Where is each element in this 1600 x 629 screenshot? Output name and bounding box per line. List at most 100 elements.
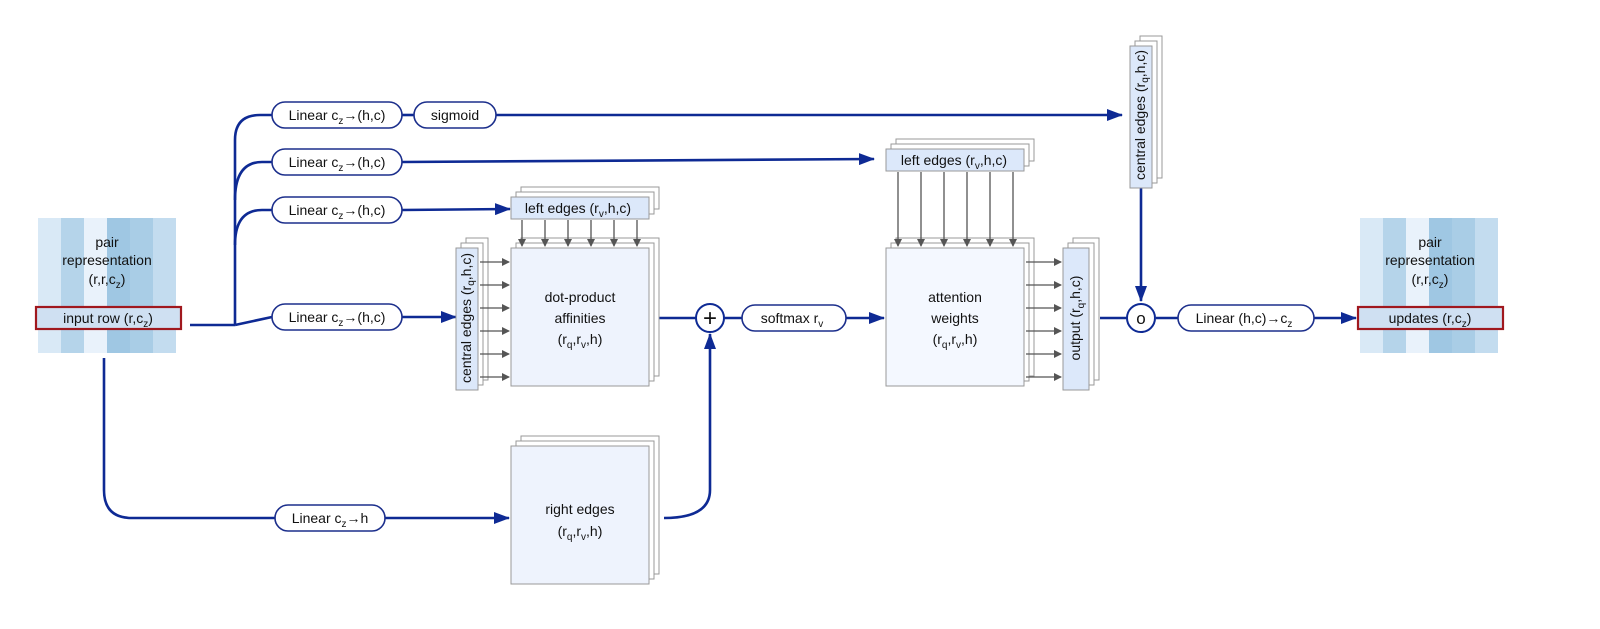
output-title-line2: representation bbox=[1385, 252, 1475, 268]
tile bbox=[1406, 240, 1429, 263]
op-linear-gate: Linear cz→(h,c) bbox=[271, 101, 403, 129]
dot-product-tensor: dot-product affinities (rq,rv,h) bbox=[510, 237, 660, 387]
tile bbox=[1383, 240, 1406, 263]
branch-to-left-edges-1-linear bbox=[233, 208, 272, 246]
central-edges-1-label: central edges (rq,h,c) bbox=[458, 253, 477, 383]
output-tile-grid bbox=[1360, 218, 1498, 353]
op-sigmoid-label: sigmoid bbox=[431, 107, 479, 123]
tile bbox=[1429, 240, 1452, 263]
tile bbox=[1360, 330, 1383, 353]
tile bbox=[130, 218, 153, 241]
input-row-label: input row (r,cz) bbox=[63, 310, 153, 330]
linear-to-left-edges-1-line bbox=[401, 203, 511, 216]
op-linear-left-edges-2-label: Linear cz→(h,c) bbox=[289, 154, 386, 174]
tile bbox=[107, 218, 130, 241]
plus-node: + bbox=[695, 303, 725, 333]
tile bbox=[1383, 330, 1406, 353]
input-pair-representation: pair representation (r,r,cz) input row (… bbox=[34, 218, 183, 353]
op-linear-right-label: Linear cz→h bbox=[292, 510, 369, 530]
tile bbox=[130, 330, 153, 353]
tile bbox=[1452, 240, 1475, 263]
tile bbox=[153, 330, 176, 353]
tile bbox=[130, 285, 153, 308]
updates-row-highlight bbox=[1356, 305, 1505, 331]
tile bbox=[153, 285, 176, 308]
tile bbox=[1406, 285, 1429, 308]
op-linear-left-edges-1-label: Linear cz→(h,c) bbox=[289, 202, 386, 222]
tile bbox=[1406, 330, 1429, 353]
left-edges-2-label: left edges (rv,h,c) bbox=[901, 152, 1007, 172]
tile bbox=[130, 263, 153, 286]
branch-to-left-edges-2-linear bbox=[233, 160, 272, 201]
tile bbox=[84, 330, 107, 353]
input-to-right-edges-line bbox=[102, 358, 275, 520]
op-linear-central-label: Linear cz→(h,c) bbox=[289, 309, 386, 329]
tile bbox=[1429, 330, 1452, 353]
tile bbox=[1360, 263, 1383, 286]
tile bbox=[107, 330, 130, 353]
tile bbox=[1475, 330, 1498, 353]
tile bbox=[1452, 330, 1475, 353]
tile bbox=[107, 240, 130, 263]
input-title-line2: representation bbox=[62, 252, 152, 268]
tile bbox=[1452, 263, 1475, 286]
tile bbox=[1360, 285, 1383, 308]
input-shape-label: (r,r,cz) bbox=[89, 271, 126, 291]
right-edges-tensor: right edges (rq,rv,h) bbox=[510, 435, 660, 585]
tile bbox=[1406, 218, 1429, 241]
attention-line2: weights bbox=[930, 310, 978, 326]
tile bbox=[61, 240, 84, 263]
tile bbox=[61, 218, 84, 241]
gate-symbol: o bbox=[1136, 309, 1145, 328]
op-linear-central: Linear cz→(h,c) bbox=[271, 303, 403, 331]
op-linear-out: Linear (h,c)→cz bbox=[1177, 304, 1315, 332]
central-edges-gate-tensor: central edges (rq,h,c) bbox=[1129, 35, 1163, 189]
tile bbox=[1475, 218, 1498, 241]
gate-multiply-node: o bbox=[1126, 303, 1156, 333]
op-linear-left-edges-2: Linear cz→(h,c) bbox=[271, 148, 403, 176]
dot-product-line2: affinities bbox=[554, 310, 605, 326]
left-edges-2-tensor: left edges (rv,h,c) bbox=[885, 138, 1035, 172]
tile bbox=[1475, 240, 1498, 263]
tile bbox=[153, 240, 176, 263]
op-linear-right: Linear cz→h bbox=[274, 504, 386, 532]
tile bbox=[61, 285, 84, 308]
tile bbox=[1360, 218, 1383, 241]
tile bbox=[38, 240, 61, 263]
tile bbox=[61, 330, 84, 353]
broadcast-arrows bbox=[480, 172, 1062, 381]
dot-product-line1: dot-product bbox=[545, 289, 616, 305]
output-shape-label: (r,r,cz) bbox=[1412, 271, 1449, 291]
tile bbox=[1383, 285, 1406, 308]
tile bbox=[38, 263, 61, 286]
tile bbox=[107, 263, 130, 286]
output-title-line1: pair bbox=[1418, 234, 1442, 250]
tile bbox=[1429, 263, 1452, 286]
branch-to-central-linear bbox=[234, 315, 273, 327]
tile bbox=[1452, 285, 1475, 308]
tile bbox=[130, 240, 153, 263]
tile bbox=[84, 263, 107, 286]
right-edges-line1: right edges bbox=[545, 501, 614, 517]
tile bbox=[84, 218, 107, 241]
output-label: output (rq,h,c) bbox=[1067, 276, 1087, 361]
op-sigmoid: sigmoid bbox=[413, 101, 497, 129]
tile bbox=[84, 285, 107, 308]
connectors bbox=[102, 109, 1357, 524]
tile bbox=[153, 263, 176, 286]
linear-to-left-edges-2-line bbox=[401, 153, 875, 166]
op-linear-out-label: Linear (h,c)→cz bbox=[1196, 310, 1293, 330]
plus-symbol: + bbox=[703, 305, 717, 332]
input-title-line1: pair bbox=[95, 234, 119, 250]
op-softmax: softmax rv bbox=[741, 304, 847, 332]
op-softmax-label: softmax rv bbox=[761, 310, 824, 330]
tile bbox=[1383, 263, 1406, 286]
op-linear-gate-label: Linear cz→(h,c) bbox=[289, 107, 386, 127]
tile bbox=[1383, 218, 1406, 241]
output-tensor: output (rq,h,c) bbox=[1062, 237, 1100, 391]
tile bbox=[38, 330, 61, 353]
tile bbox=[84, 240, 107, 263]
tile bbox=[38, 285, 61, 308]
tile bbox=[1429, 218, 1452, 241]
